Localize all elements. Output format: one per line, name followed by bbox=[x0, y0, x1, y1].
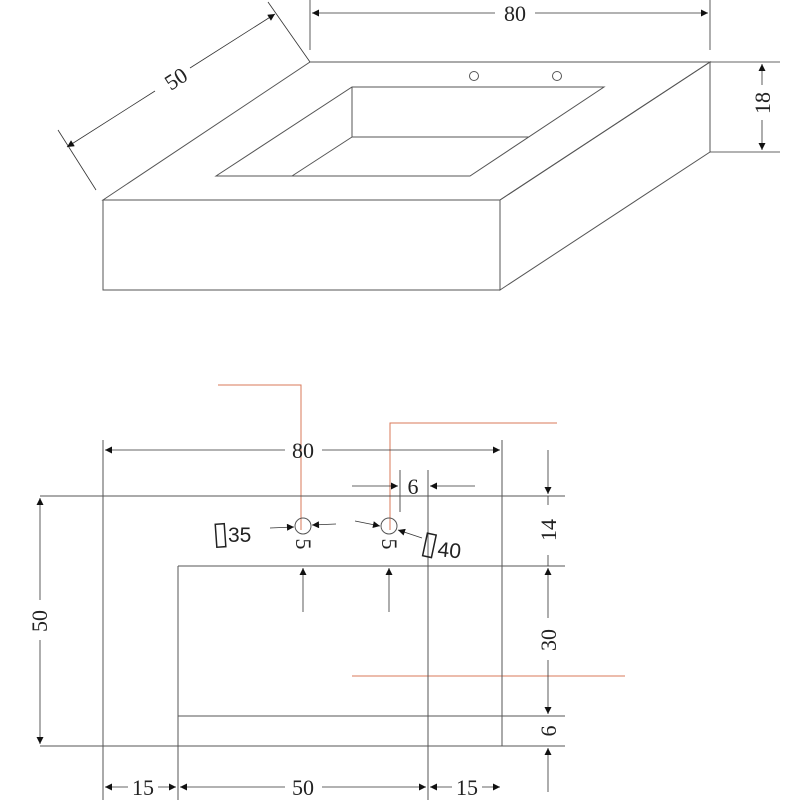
guide-line bbox=[389, 422, 557, 530]
plan-depth-label: 50 bbox=[27, 610, 52, 632]
front-face bbox=[102, 199, 501, 291]
right-face bbox=[499, 61, 711, 291]
hole2-diameter-label: 40 bbox=[436, 538, 462, 563]
right-margin-label: 15 bbox=[456, 775, 478, 800]
top-face bbox=[101, 61, 712, 201]
plan-view: 5 5 35 40 6 80 50 15 50 15 14 30 6 bbox=[27, 384, 625, 800]
plan-width-label: 80 bbox=[292, 438, 314, 463]
left-margin-label: 15 bbox=[132, 775, 154, 800]
hole1-offset-label: 5 bbox=[291, 539, 316, 550]
guide-line bbox=[218, 384, 302, 530]
hole1-diameter-label: 35 bbox=[228, 524, 251, 547]
iso-depth-label: 50 bbox=[160, 62, 192, 95]
diameter-symbol bbox=[421, 532, 438, 559]
iso-width-label: 80 bbox=[504, 1, 526, 26]
iso-height-label: 18 bbox=[750, 92, 775, 114]
basin-floor-edge bbox=[291, 136, 353, 177]
bottom-margin-label: 6 bbox=[536, 726, 561, 737]
faucet-hole bbox=[380, 517, 398, 535]
hole2-offset-label: 5 bbox=[377, 539, 402, 550]
basin-depth-label: 30 bbox=[536, 629, 561, 651]
basin-width-label: 50 bbox=[292, 775, 314, 800]
faucet-hole bbox=[469, 71, 479, 81]
isometric-view: 80 18 50 bbox=[57, 0, 780, 291]
faucet-hole bbox=[294, 517, 312, 535]
faucet-hole bbox=[552, 71, 562, 81]
basin-opening bbox=[214, 86, 606, 177]
top-margin-label: 14 bbox=[536, 519, 561, 541]
diameter-symbol bbox=[214, 522, 227, 549]
hole-spacing-label: 6 bbox=[408, 474, 419, 499]
